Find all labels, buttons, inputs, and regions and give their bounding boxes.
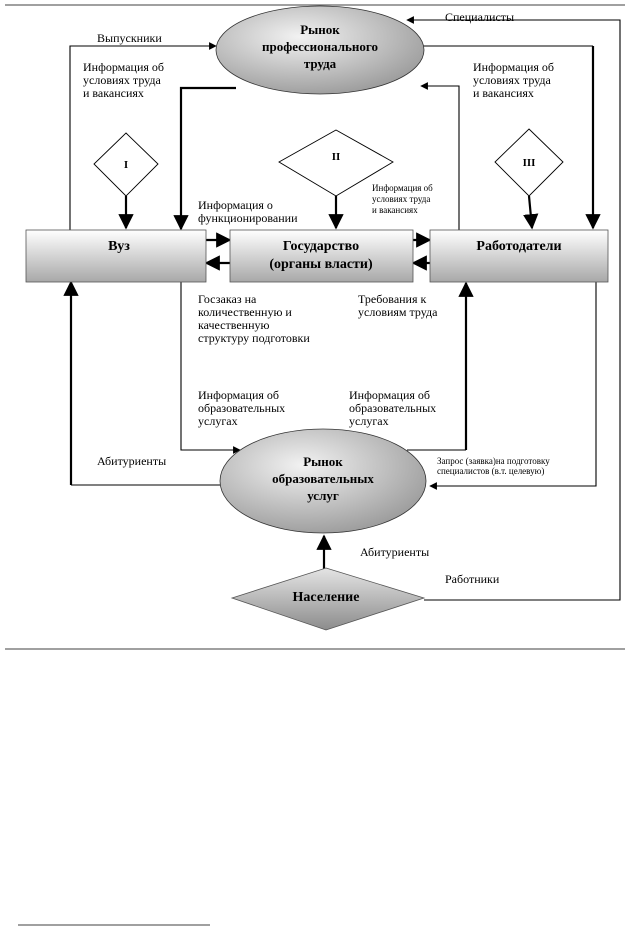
state-label-line-2: (органы власти)	[269, 257, 373, 272]
edu-info-left-label: Информация об образовательных услугах	[198, 388, 285, 428]
employers-info-to-labor-arrow	[420, 82, 460, 230]
labor-requirements-label: Требования к условиям труда	[358, 292, 438, 319]
svg-text:образовательных: образовательных	[198, 401, 285, 415]
svg-text:специалистов (в.т. целевую): специалистов (в.т. целевую)	[437, 466, 544, 476]
edu-info-right-label: Информация об образовательных услугах	[349, 388, 436, 428]
svg-text:качественную: качественную	[198, 318, 269, 332]
svg-text:услугах: услугах	[349, 414, 389, 428]
svg-text:Госзаказ на: Госзаказ на	[198, 292, 257, 306]
education-market-line-1: Рынок	[303, 454, 343, 469]
state-order-label: Госзаказ на количественную и качественну…	[198, 292, 310, 345]
education-market-line-2: образовательных	[272, 471, 374, 486]
graduates-label: Выпускники	[97, 31, 162, 45]
diamond-2: II	[278, 129, 394, 197]
svg-text:образовательных: образовательных	[349, 401, 436, 415]
svg-text:Информация о: Информация о	[198, 198, 273, 212]
graduates-arrow	[69, 42, 217, 230]
svg-text:и вакансиях: и вакансиях	[372, 205, 418, 215]
info-functioning-label: Информация о функционировании	[198, 198, 298, 225]
svg-text:условиям труда: условиям труда	[358, 305, 438, 319]
employers-label: Работодатели	[476, 239, 561, 254]
svg-text:Информация об: Информация об	[372, 183, 433, 193]
applicants-bottom-label: Абитуриенты	[360, 545, 429, 559]
svg-text:услугах: услугах	[198, 414, 238, 428]
info-right-label: Информация об условиях труда и вакансиях	[473, 60, 554, 100]
svg-text:Требования к: Требования к	[358, 292, 427, 306]
labor-market-node: Рынок профессионального труда	[215, 5, 425, 95]
workers-label: Работники	[445, 572, 500, 586]
labor-info-to-university-arrow	[173, 86, 236, 231]
applicants-left-label: Абитуриенты	[97, 454, 166, 468]
svg-text:Информация об: Информация об	[349, 388, 430, 402]
svg-text:и вакансиях: и вакансиях	[473, 86, 534, 100]
diamond-1-label: I	[124, 159, 128, 171]
svg-text:условиях труда: условиях труда	[473, 73, 552, 87]
svg-text:Информация об: Информация об	[198, 388, 279, 402]
svg-text:Запрос (заявка)на подготовку: Запрос (заявка)на подготовку	[437, 456, 550, 466]
info-center-label: Информация об условиях труда и вакансиях	[372, 183, 433, 215]
svg-text:структуру подготовки: структуру подготовки	[198, 331, 310, 345]
svg-text:Информация об: Информация об	[473, 60, 554, 74]
svg-text:функционировании: функционировании	[198, 211, 298, 225]
request-label: Запрос (заявка)на подготовку специалисто…	[437, 456, 550, 476]
labor-market-line-3: труда	[304, 56, 337, 71]
svg-text:количественную и: количественную и	[198, 305, 292, 319]
diamond-2-label: II	[332, 151, 341, 163]
population-node: Население	[230, 567, 426, 631]
education-market-line-3: услуг	[307, 488, 339, 503]
employers-request-arrow	[429, 282, 597, 490]
university-label: Вуз	[108, 239, 130, 254]
svg-text:условиях труда: условиях труда	[372, 194, 430, 204]
workers-arrow	[406, 16, 621, 601]
education-market-node: Рынок образовательных услуг	[219, 428, 427, 534]
state-node: Государство (органы власти)	[229, 229, 414, 283]
employers-node: Работодатели	[429, 229, 609, 283]
diamond-1: I	[93, 132, 159, 197]
svg-text:и вакансиях: и вакансиях	[83, 86, 144, 100]
svg-text:условиях труда: условиях труда	[83, 73, 162, 87]
university-node: Вуз	[25, 229, 207, 283]
specialists-label: Специалисты	[445, 10, 514, 24]
diamond-3: III	[494, 128, 564, 197]
diamond-3-arrow	[523, 195, 539, 230]
state-label-line-1: Государство	[283, 239, 359, 254]
diamond-3-label: III	[523, 157, 536, 169]
university-to-edu-market-arrow	[180, 282, 241, 454]
svg-text:Информация об: Информация об	[83, 60, 164, 74]
labor-market-line-2: профессионального	[262, 39, 378, 54]
info-left-label: Информация об условиях труда и вакансиях	[83, 60, 164, 100]
labor-market-line-1: Рынок	[300, 22, 340, 37]
population-label: Население	[293, 590, 360, 605]
